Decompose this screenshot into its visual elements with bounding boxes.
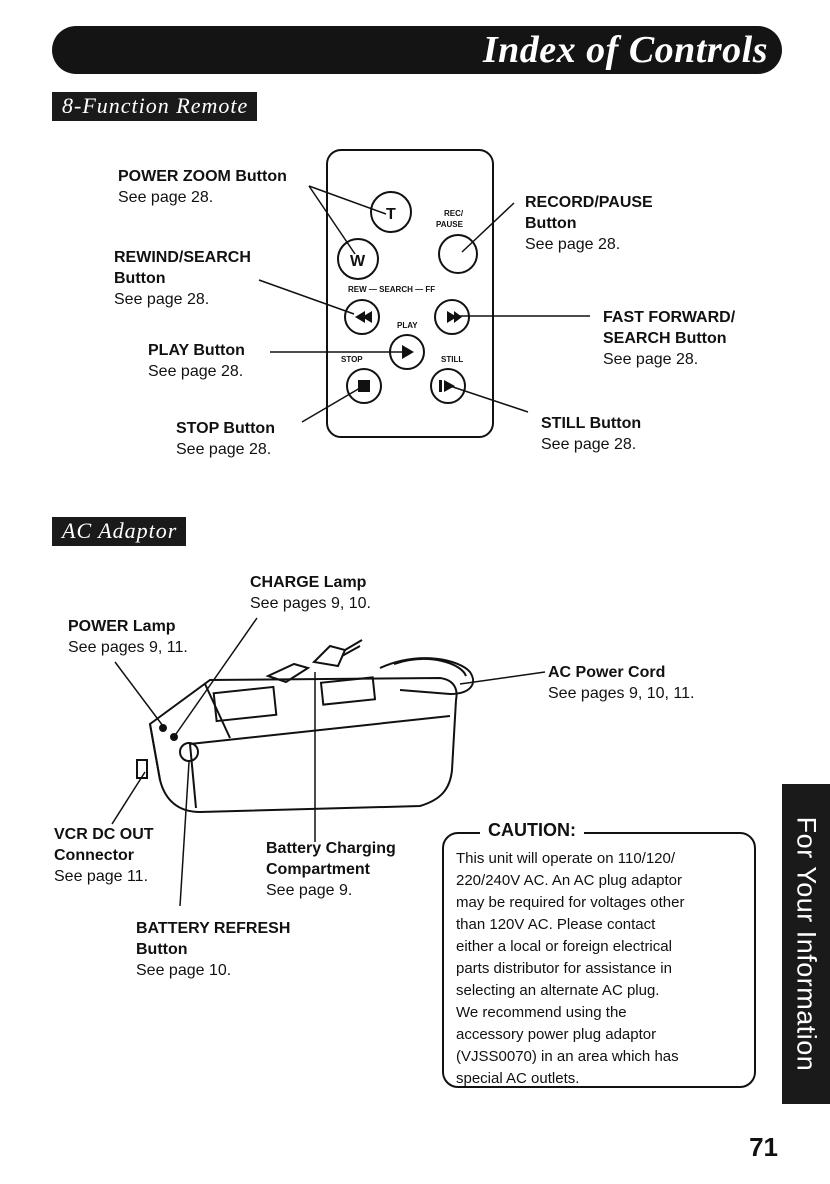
remote-t-text: T [386,206,396,223]
power-lamp-label: POWER Lamp See pages 9, 11. [68,618,188,656]
remote-play-text: PLAY [397,321,418,330]
section-heading-adaptor: AC Adaptor [52,517,187,546]
ac-power-cord-label: AC Power Cord See pages 9, 10, 11. [548,664,695,702]
rec-pause-button-icon [438,234,478,274]
battery-refresh-label: BATTERY REFRESH Button See page 10. [136,920,291,979]
stop-label: STOP Button See page 28. [176,420,275,458]
side-tab: For Your Information [782,784,830,1104]
ff-button-icon [434,299,470,335]
remote-w-text: W [350,253,366,270]
remote-control-image [326,149,494,438]
record-pause-label: RECORD/PAUSE Button See page 28. [525,194,653,253]
remote-still-text: STILL [441,355,463,364]
zoom-t-button-icon [370,191,412,233]
stop-button-icon [346,368,382,404]
fast-forward-label: FAST FORWARD/ SEARCH Button See page 28. [603,309,736,368]
remote-rec-text: REC/ [444,209,464,218]
battery-charging-label: Battery Charging Compartment See page 9. [266,840,396,899]
power-zoom-label: POWER ZOOM Button See page 28. [118,168,287,206]
ac-adaptor-image [136,639,475,814]
play-label: PLAY Button See page 28. [148,342,245,380]
still-button-icon [430,368,466,404]
side-tab-label: For Your Information [791,816,822,1072]
charge-lamp-label: CHARGE Lamp See pages 9, 10. [250,574,371,612]
still-label: STILL Button See page 28. [541,415,642,453]
page-number: 71 [749,1132,778,1162]
caution-text: This unit will operate on 110/120/ 220/2… [456,850,685,1087]
remote-search-text: REW — SEARCH — FF [348,285,435,294]
caution-title: CAUTION: [480,820,584,841]
section-heading-remote: 8-Function Remote [52,92,258,121]
page-title: Index of Controls [482,29,768,71]
header-banner: Index of Controls [52,26,782,74]
remote-stop-text: STOP [341,355,363,364]
rewind-button-icon [344,299,380,335]
zoom-w-button-icon [337,238,379,280]
vcr-dc-out-label: VCR DC OUT Connector See page 11. [54,826,154,885]
remote-pause-text: PAUSE [436,220,464,229]
caution-box: CAUTION: This unit will operate on 110/1… [442,820,756,1088]
rewind-search-label: REWIND/SEARCH Button See page 28. [114,249,251,308]
